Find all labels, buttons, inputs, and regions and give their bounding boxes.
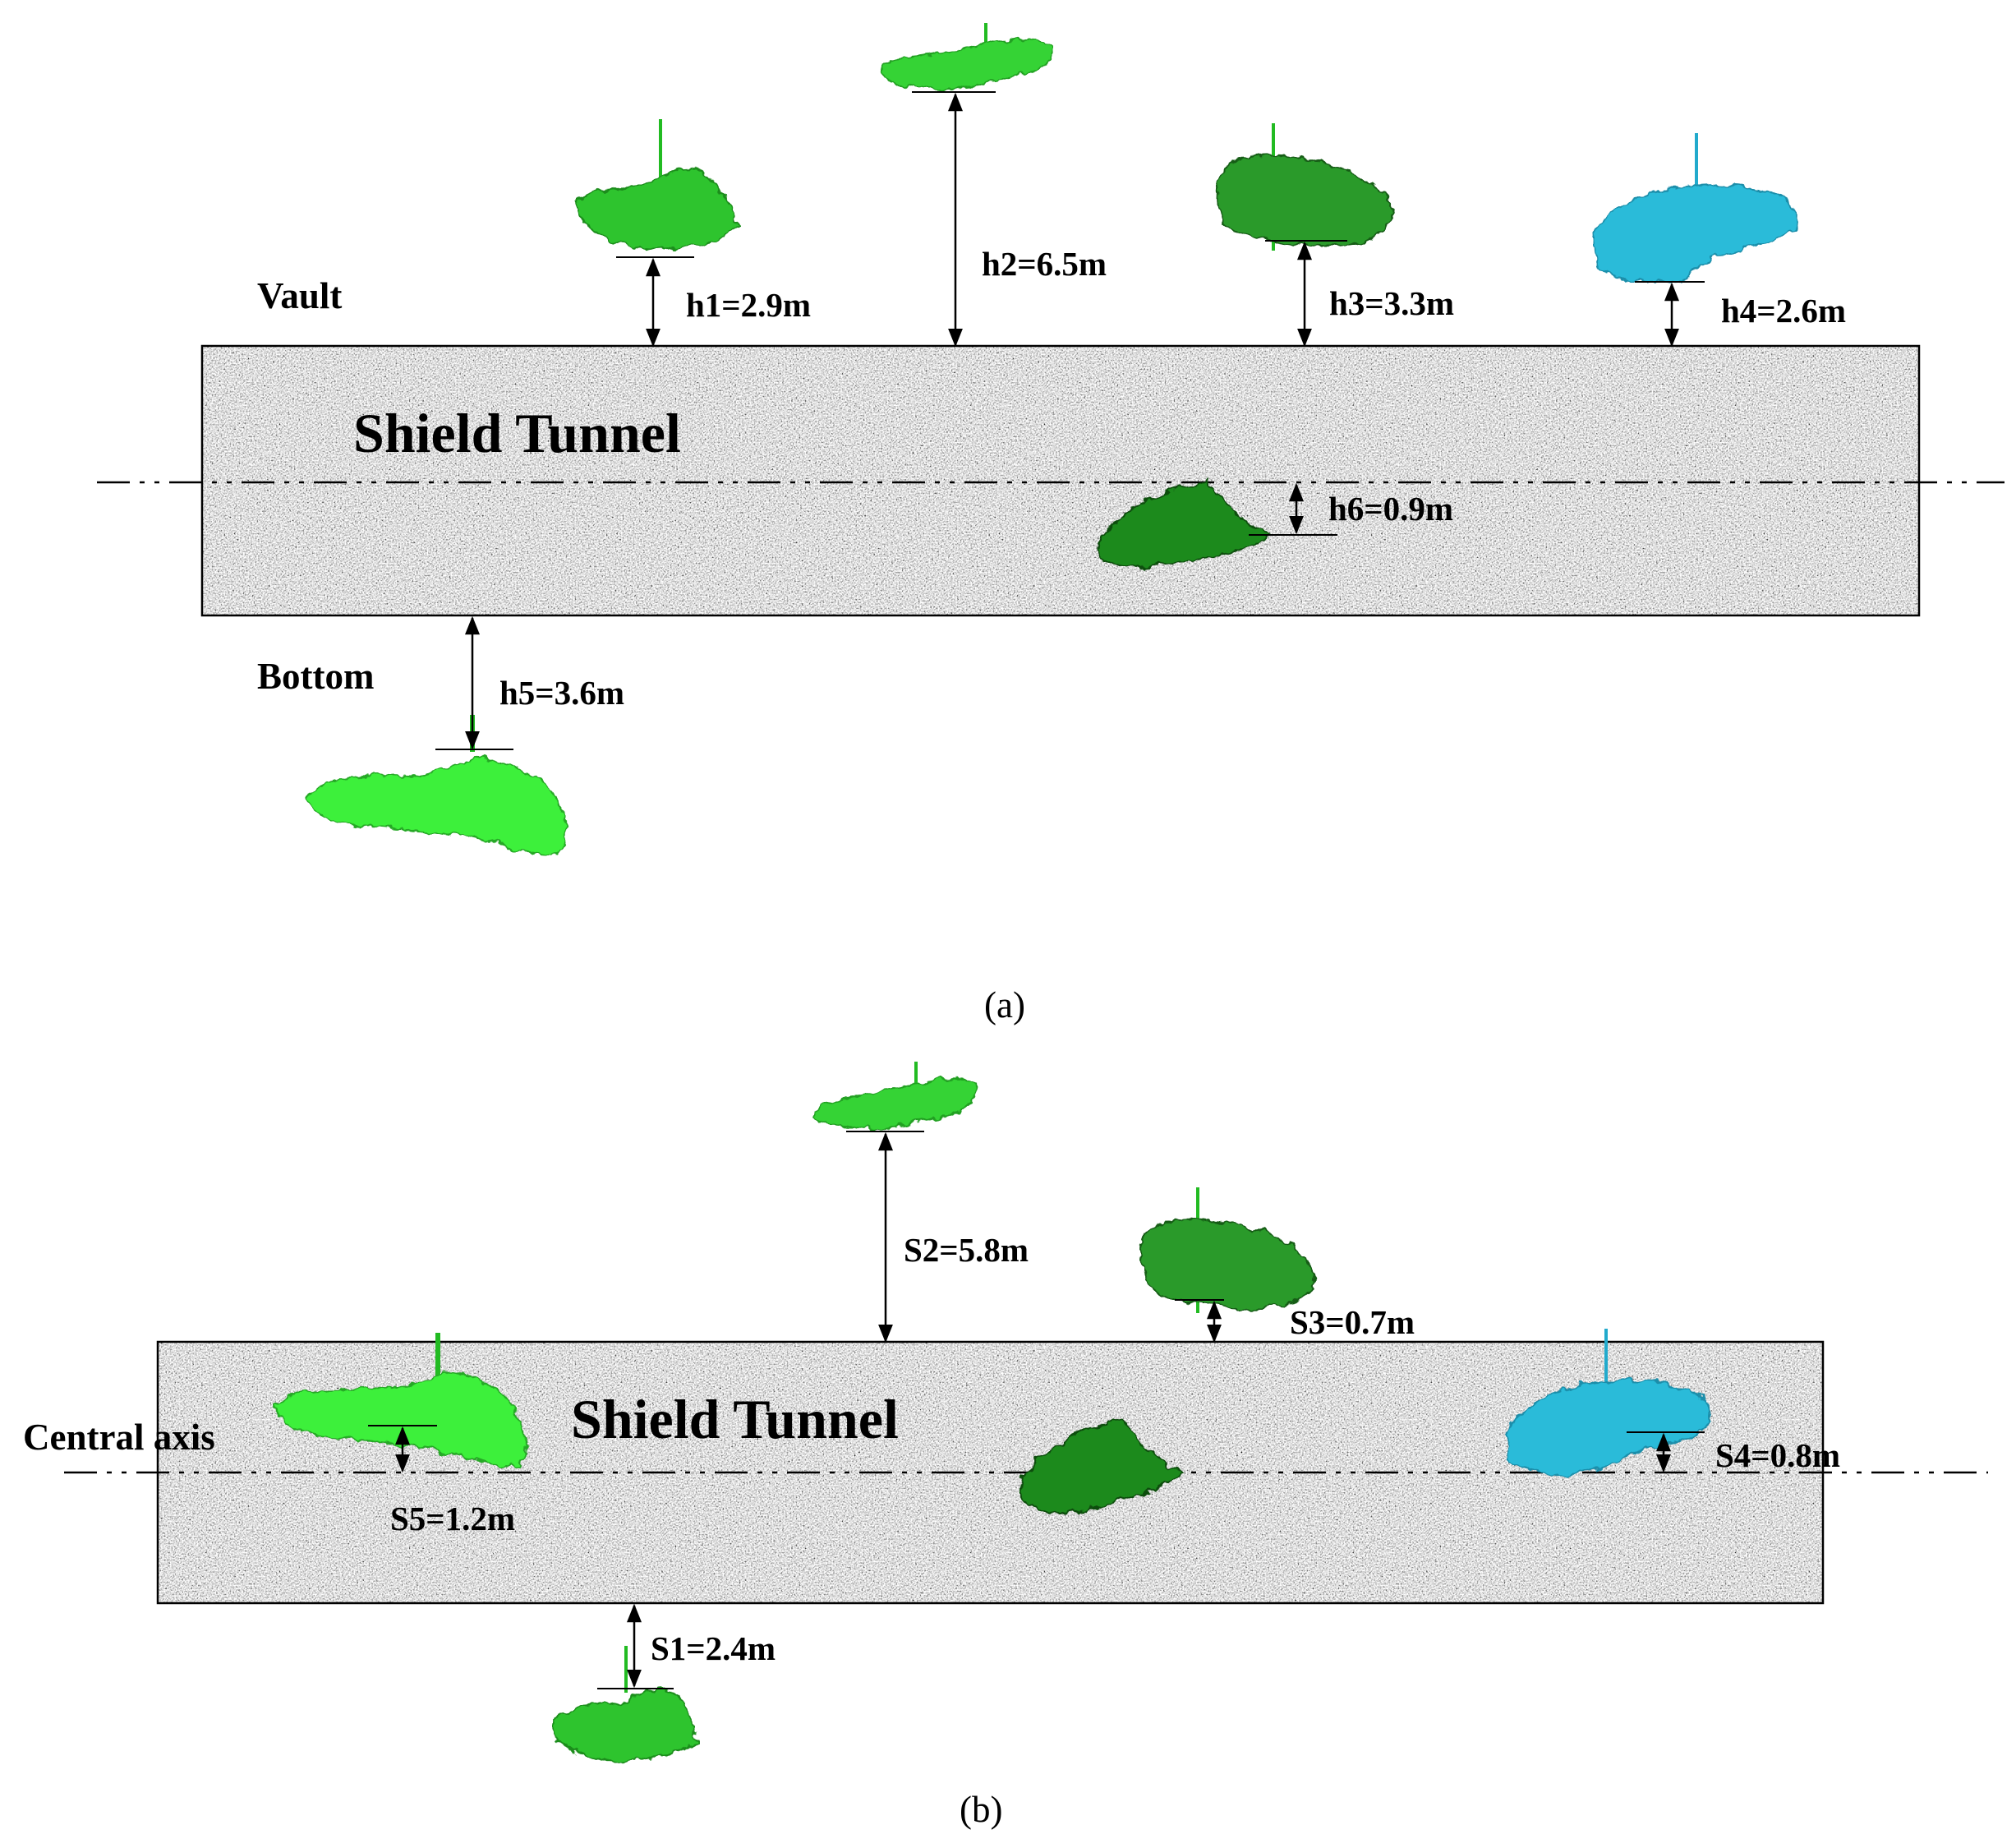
measurement-h1: h1=2.9m [686, 286, 811, 324]
boulder-middle-b [1017, 1418, 1185, 1514]
boulder-h5 [304, 715, 567, 856]
tunnel-label-b: Shield Tunnel [571, 1388, 899, 1450]
central-axis-label: Central axis [23, 1417, 215, 1458]
boulder-h1 [575, 119, 739, 258]
panel-a: Shield Tunnel Vault Bottom h1=2.9m h2=6.… [97, 23, 2004, 1025]
measurement-s1: S1=2.4m [651, 1629, 776, 1667]
boulder-s1 [553, 1646, 698, 1762]
caption-a: (a) [984, 984, 1025, 1025]
boulder-s2 [812, 1062, 978, 1132]
vault-label: Vault [257, 275, 342, 316]
measurement-s5: S5=1.2m [390, 1500, 515, 1537]
measurement-s4: S4=0.8m [1715, 1436, 1840, 1474]
tunnel-outline-a [200, 344, 1921, 617]
measurement-h3: h3=3.3m [1329, 284, 1454, 322]
measurement-h6: h6=0.9m [1328, 490, 1453, 528]
measurement-h2: h2=6.5m [982, 245, 1107, 283]
measurement-h4: h4=2.6m [1721, 292, 1846, 330]
tunnel-label-a: Shield Tunnel [353, 402, 681, 464]
boulder-h3 [1216, 123, 1394, 251]
panel-b: Shield Tunnel Central axis S2=5.8m S3=0.… [23, 1062, 1988, 1830]
measurement-h5: h5=3.6m [499, 674, 624, 712]
boulder-h2 [879, 23, 1052, 93]
measurement-s2: S2=5.8m [904, 1231, 1029, 1269]
boulder-h6 [1095, 479, 1337, 568]
measurement-s3: S3=0.7m [1290, 1303, 1415, 1341]
boulder-s4 [1506, 1329, 1710, 1475]
boulder-h4 [1594, 133, 1799, 283]
caption-b: (b) [960, 1789, 1002, 1830]
boulder-s3 [1139, 1187, 1315, 1313]
boulder-s5 [274, 1333, 527, 1468]
tunnel-body-a [202, 346, 1919, 615]
bottom-label: Bottom [257, 656, 374, 697]
